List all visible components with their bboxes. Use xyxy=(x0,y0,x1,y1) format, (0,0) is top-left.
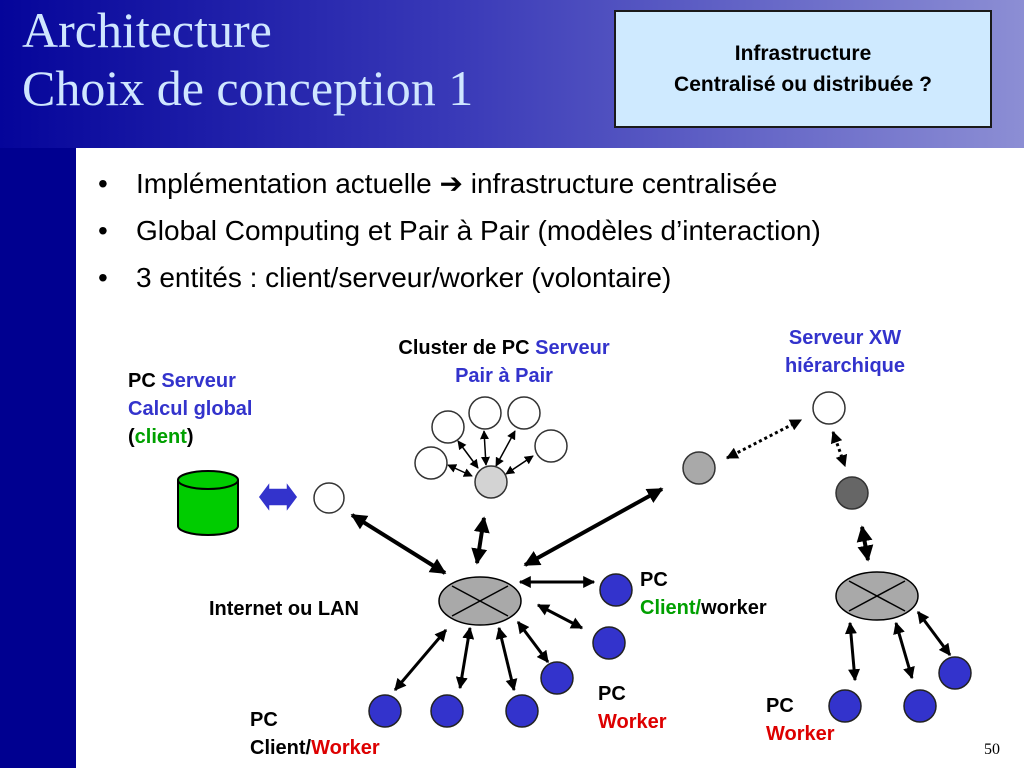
slide-title-line1: Architecture xyxy=(22,2,272,58)
bullet-marker: • xyxy=(98,215,108,246)
label-serveur-xw: Serveur XW hiérarchique xyxy=(755,324,935,380)
bullet-marker: • xyxy=(98,262,108,293)
dotted-arrow-xw-hier xyxy=(830,430,848,468)
cluster-arrows xyxy=(447,430,534,477)
bullet-text: Global Computing et Pair à Pair (modèles… xyxy=(136,215,821,246)
bullet-text: 3 entités : client/serveur/worker (volon… xyxy=(136,262,672,293)
label-cluster-part1: Cluster de PC xyxy=(398,337,530,359)
worker-node xyxy=(938,656,972,690)
arrow-xw-router xyxy=(856,525,874,562)
slide-title-line2: Choix de conception 1 xyxy=(22,60,474,116)
label-pc: PC xyxy=(128,370,156,392)
label-pc-worker-right: PC Worker xyxy=(766,692,835,748)
label-calcul-global: Calcul global xyxy=(128,398,253,420)
arrow-internet-client2 xyxy=(455,626,475,690)
cluster-node xyxy=(431,410,465,444)
arrow-router-worker2 xyxy=(893,621,915,680)
label-internet: Internet ou LAN xyxy=(209,598,359,620)
label-paren-close: ) xyxy=(186,426,194,448)
label-pc-client-worker-right: PC Client/worker xyxy=(640,566,767,622)
label-cluster-line2: Pair à Pair xyxy=(455,365,553,387)
white-nodes xyxy=(313,391,846,514)
cluster-node xyxy=(534,429,568,463)
arrow-cluster-internet xyxy=(471,516,490,565)
worker-node xyxy=(599,573,633,607)
worker-node xyxy=(505,694,539,728)
label-client: Client/ xyxy=(250,737,312,759)
worker-node xyxy=(828,689,862,723)
bullet-list: • Implémentation actuelle ➔ infrastructur… xyxy=(98,160,821,301)
label-worker: Worker xyxy=(311,737,380,759)
database-icon xyxy=(177,470,239,536)
bullet-marker: • xyxy=(98,168,108,199)
arrow-serveur-internet xyxy=(350,513,447,575)
arrow-internet-client3 xyxy=(393,629,448,691)
label-pc-worker-mid: PC Worker xyxy=(598,680,667,736)
arrow-internet-worker2 xyxy=(536,603,584,630)
arrow-internet-worker3 xyxy=(516,621,550,663)
worker-node xyxy=(368,694,402,728)
label-pc-client-worker-bottom: PC Client/Worker xyxy=(250,706,380,762)
cluster-node xyxy=(507,396,541,430)
cluster-center-node xyxy=(474,465,508,499)
label-worker: Worker xyxy=(598,711,667,733)
worker-node xyxy=(540,661,574,695)
label-serveur-xw-line1: Serveur XW xyxy=(788,327,902,349)
arrow-internet-xw xyxy=(523,487,664,567)
label-client: Client/ xyxy=(640,597,702,619)
arrow-router-worker3 xyxy=(916,611,952,656)
label-pc: PC xyxy=(250,709,278,731)
bullet-text: Implémentation actuelle ➔ infrastructure… xyxy=(136,168,778,199)
worker-node xyxy=(430,694,464,728)
xw-top-node xyxy=(812,391,846,425)
page-number: 50 xyxy=(984,741,1000,758)
router-icon xyxy=(835,571,919,621)
info-box: Infrastructure Centralisé ou distribuée … xyxy=(614,10,992,128)
xw-hier-node xyxy=(835,476,869,510)
label-cluster: Cluster de PC Serveur Pair à Pair xyxy=(364,334,644,390)
label-worker: Worker xyxy=(766,723,835,745)
label-cluster-part2: Serveur xyxy=(535,337,610,359)
label-serveur-xw-line2: hiérarchique xyxy=(784,355,906,377)
bullet-item: • Implémentation actuelle ➔ infrastructur… xyxy=(98,160,821,207)
label-worker: worker xyxy=(701,597,767,619)
label-client: client xyxy=(134,426,187,448)
xw-peer-node xyxy=(682,451,716,485)
left-sidebar-band xyxy=(0,148,76,768)
cluster-node xyxy=(414,446,448,480)
bullet-item: • 3 entités : client/serveur/worker (volo… xyxy=(98,254,821,301)
cluster-node xyxy=(468,396,502,430)
worker-node xyxy=(592,626,626,660)
info-box-line2: Centralisé ou distribuée ? xyxy=(674,73,932,96)
bidirectional-block-arrow xyxy=(257,478,299,516)
bullet-item: • Global Computing et Pair à Pair (modèle… xyxy=(98,207,821,254)
label-pc-serveur: PC Serveur Calcul global (client) xyxy=(128,367,252,451)
label-pc: PC xyxy=(598,683,626,705)
connection-arrows xyxy=(350,487,952,692)
worker-node xyxy=(903,689,937,723)
arrow-router-worker1 xyxy=(844,621,861,682)
label-pc: PC xyxy=(766,695,794,717)
server-node xyxy=(313,482,345,514)
worker-nodes xyxy=(368,573,972,728)
router-icon xyxy=(438,576,522,626)
info-box-line1: Infrastructure xyxy=(734,42,872,65)
label-serveur: Serveur xyxy=(161,370,236,392)
arrow-internet-client1 xyxy=(495,626,518,692)
label-pc: PC xyxy=(640,569,668,591)
dotted-arrow-xw-peer xyxy=(725,418,803,460)
dotted-arrows xyxy=(725,418,848,468)
label-paren-open: ( xyxy=(128,426,135,448)
